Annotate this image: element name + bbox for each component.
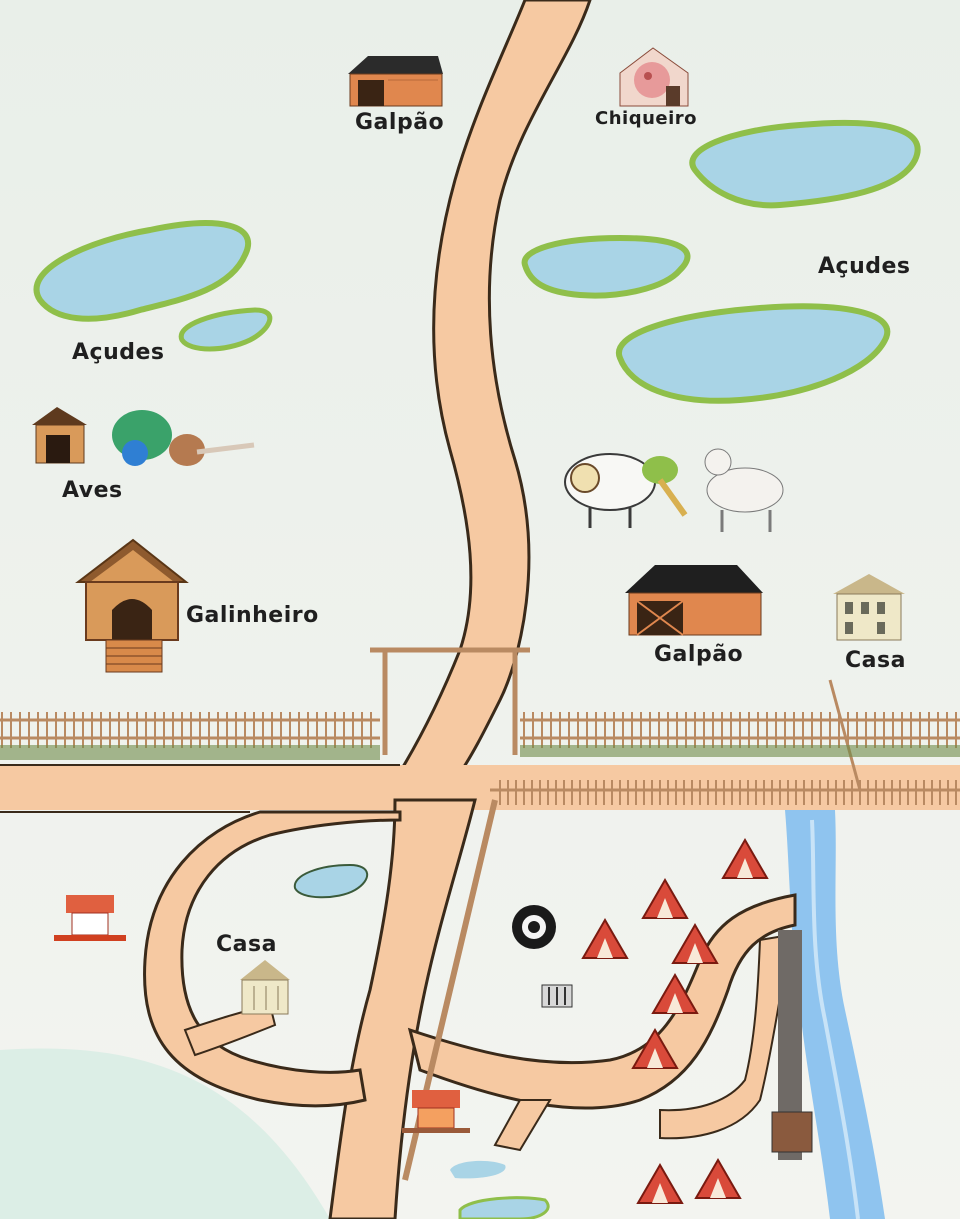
pond <box>689 119 921 209</box>
leaves-icon <box>642 456 688 517</box>
spur-road <box>493 1099 552 1152</box>
label-aves: Aves <box>62 478 123 503</box>
market-stall-icon <box>402 1090 470 1133</box>
label-galpao-top: Galpão <box>355 110 445 135</box>
goat-icon <box>704 448 784 532</box>
pond <box>615 303 891 404</box>
bird-house-icon <box>32 407 255 466</box>
chicken-coop-icon <box>75 538 189 673</box>
label-casa-left: Casa <box>216 932 277 957</box>
farmhouse-icon <box>240 960 290 1015</box>
bookshelf-icon <box>541 984 573 1008</box>
field-area <box>0 1048 330 1219</box>
market-stall-icon <box>54 895 126 941</box>
pond <box>33 220 252 322</box>
tent-door <box>737 858 753 878</box>
pond <box>293 863 369 899</box>
label-galinheiro: Galinheiro <box>186 603 319 628</box>
loop-road <box>143 810 402 1108</box>
barn-icon <box>348 56 443 107</box>
pond <box>521 234 691 299</box>
tent-door <box>597 938 613 958</box>
tent-door <box>667 993 683 1013</box>
spur-road <box>183 1003 277 1057</box>
tent-door <box>652 1183 668 1203</box>
farmhouse-icon <box>833 574 905 641</box>
tent-door <box>657 898 673 918</box>
barn-icon <box>625 565 763 636</box>
label-acudes-right: Açudes <box>818 254 911 279</box>
label-casa-right: Casa <box>845 648 906 673</box>
sheep-icon <box>564 453 656 528</box>
label-acudes-left: Açudes <box>72 340 165 365</box>
label-galpao-mid: Galpão <box>654 642 744 667</box>
tent-door <box>710 1178 726 1198</box>
ponds <box>33 119 921 1219</box>
river <box>785 810 885 1219</box>
tents <box>581 838 769 1204</box>
tent-door <box>687 943 703 963</box>
logo-badge-icon <box>512 905 556 949</box>
pig-house-icon <box>619 47 689 107</box>
label-chiqueiro: Chiqueiro <box>595 108 698 129</box>
pond <box>178 307 273 352</box>
curved-road <box>407 893 797 1110</box>
curved-road <box>659 933 792 1140</box>
tent-door <box>647 1048 663 1068</box>
horizontal-road <box>0 765 960 810</box>
fence-pickets <box>1 712 957 805</box>
pond <box>450 1160 506 1179</box>
